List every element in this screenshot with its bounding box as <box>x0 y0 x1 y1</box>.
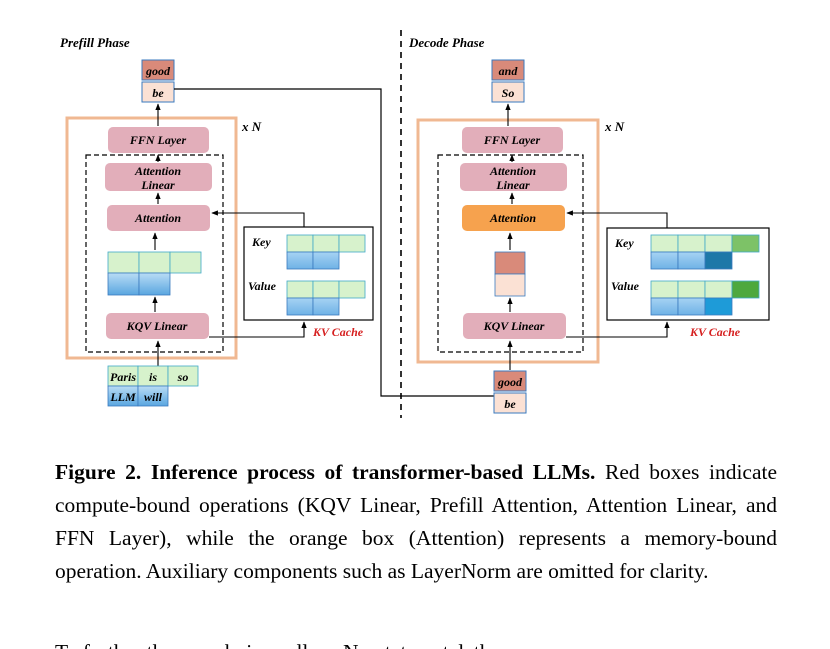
svg-text:KQV Linear: KQV Linear <box>126 319 188 333</box>
svg-text:LLM: LLM <box>109 390 136 404</box>
prefill-attention <box>107 205 210 231</box>
caption-body: Red boxes indicate compute-bound operati… <box>55 460 778 583</box>
caption-label: Figure 2. <box>55 460 142 484</box>
prefill-output-top <box>141 59 175 81</box>
figure-caption: Figure 2. Inference process of transform… <box>55 456 777 588</box>
prefill-qkv-grid <box>107 251 202 296</box>
svg-text:Attention: Attention <box>134 211 181 225</box>
decode-output-bottom <box>491 81 525 103</box>
svg-text:FFN Layer: FFN Layer <box>129 133 187 147</box>
svg-text:Key: Key <box>251 235 271 249</box>
decode-repeat-label: x N <box>604 119 625 134</box>
prefill-kv-cache-box <box>243 226 374 321</box>
prefill-kqv-linear <box>106 313 209 339</box>
decode-attention-memory-bound <box>462 205 565 231</box>
svg-text:good: good <box>497 375 523 389</box>
svg-text:Value: Value <box>248 279 277 293</box>
svg-text:Attention: Attention <box>489 211 536 225</box>
svg-text:be: be <box>504 397 516 411</box>
decode-output-top <box>491 59 525 81</box>
decode-value-cells <box>650 280 760 316</box>
prefill-repeat-label: x N <box>241 119 262 134</box>
decode-token-light <box>494 273 526 297</box>
svg-text:will: will <box>144 390 163 404</box>
decode-phase: Decode Phase and So x N FFN Layer Attent… <box>408 35 770 414</box>
decode-input-bottom <box>493 392 527 414</box>
svg-text:is: is <box>149 370 157 384</box>
svg-text:so: so <box>177 370 189 384</box>
next-paragraph-fragment: To further the enerehnismeallowsNmetato … <box>55 628 777 649</box>
svg-text:be: be <box>152 86 164 100</box>
prefill-output-bottom <box>141 81 175 103</box>
svg-text:Linear: Linear <box>140 178 175 192</box>
decode-kv-cache-box <box>606 227 770 321</box>
decode-phase-title: Decode Phase <box>408 35 485 50</box>
svg-text:and: and <box>499 64 519 78</box>
svg-text:Key: Key <box>614 236 634 250</box>
svg-text:Attention: Attention <box>134 164 181 178</box>
svg-text:Attention: Attention <box>489 164 536 178</box>
prefill-input-tokens: Paris is so LLM will <box>107 365 199 407</box>
decode-key-cells <box>650 234 760 270</box>
prefill-key-cells <box>286 234 366 270</box>
prefill-phase: Prefill Phase good be x N FFN Layer Atte… <box>60 35 494 407</box>
prefill-ffn-layer <box>108 127 209 153</box>
decode-kqv-linear <box>463 313 566 339</box>
svg-text:KQV Linear: KQV Linear <box>483 319 545 333</box>
svg-text:Value: Value <box>611 279 640 293</box>
prefill-kv-cache-label: KV Cache <box>312 325 364 339</box>
prefill-layer-frame <box>65 116 238 360</box>
svg-text:Linear: Linear <box>495 178 530 192</box>
decode-token-red <box>494 251 526 275</box>
decode-input-top <box>493 370 527 392</box>
svg-text:So: So <box>502 86 515 100</box>
svg-text:Paris: Paris <box>110 370 136 384</box>
prefill-attention-linear <box>105 163 212 191</box>
inference-figure: Prefill Phase good be x N FFN Layer Atte… <box>60 30 770 418</box>
svg-text:FFN Layer: FFN Layer <box>483 133 541 147</box>
prefill-to-decode-line <box>174 88 494 397</box>
svg-text:good: good <box>145 64 171 78</box>
prefill-phase-title: Prefill Phase <box>60 35 130 50</box>
caption-title: Inference process of transformer-based L… <box>150 460 596 484</box>
decode-kv-cache-label: KV Cache <box>689 325 741 339</box>
decode-ffn-layer <box>462 127 563 153</box>
decode-attention-linear <box>460 163 567 191</box>
prefill-inner-frame <box>85 154 224 353</box>
prefill-value-cells <box>286 280 366 316</box>
